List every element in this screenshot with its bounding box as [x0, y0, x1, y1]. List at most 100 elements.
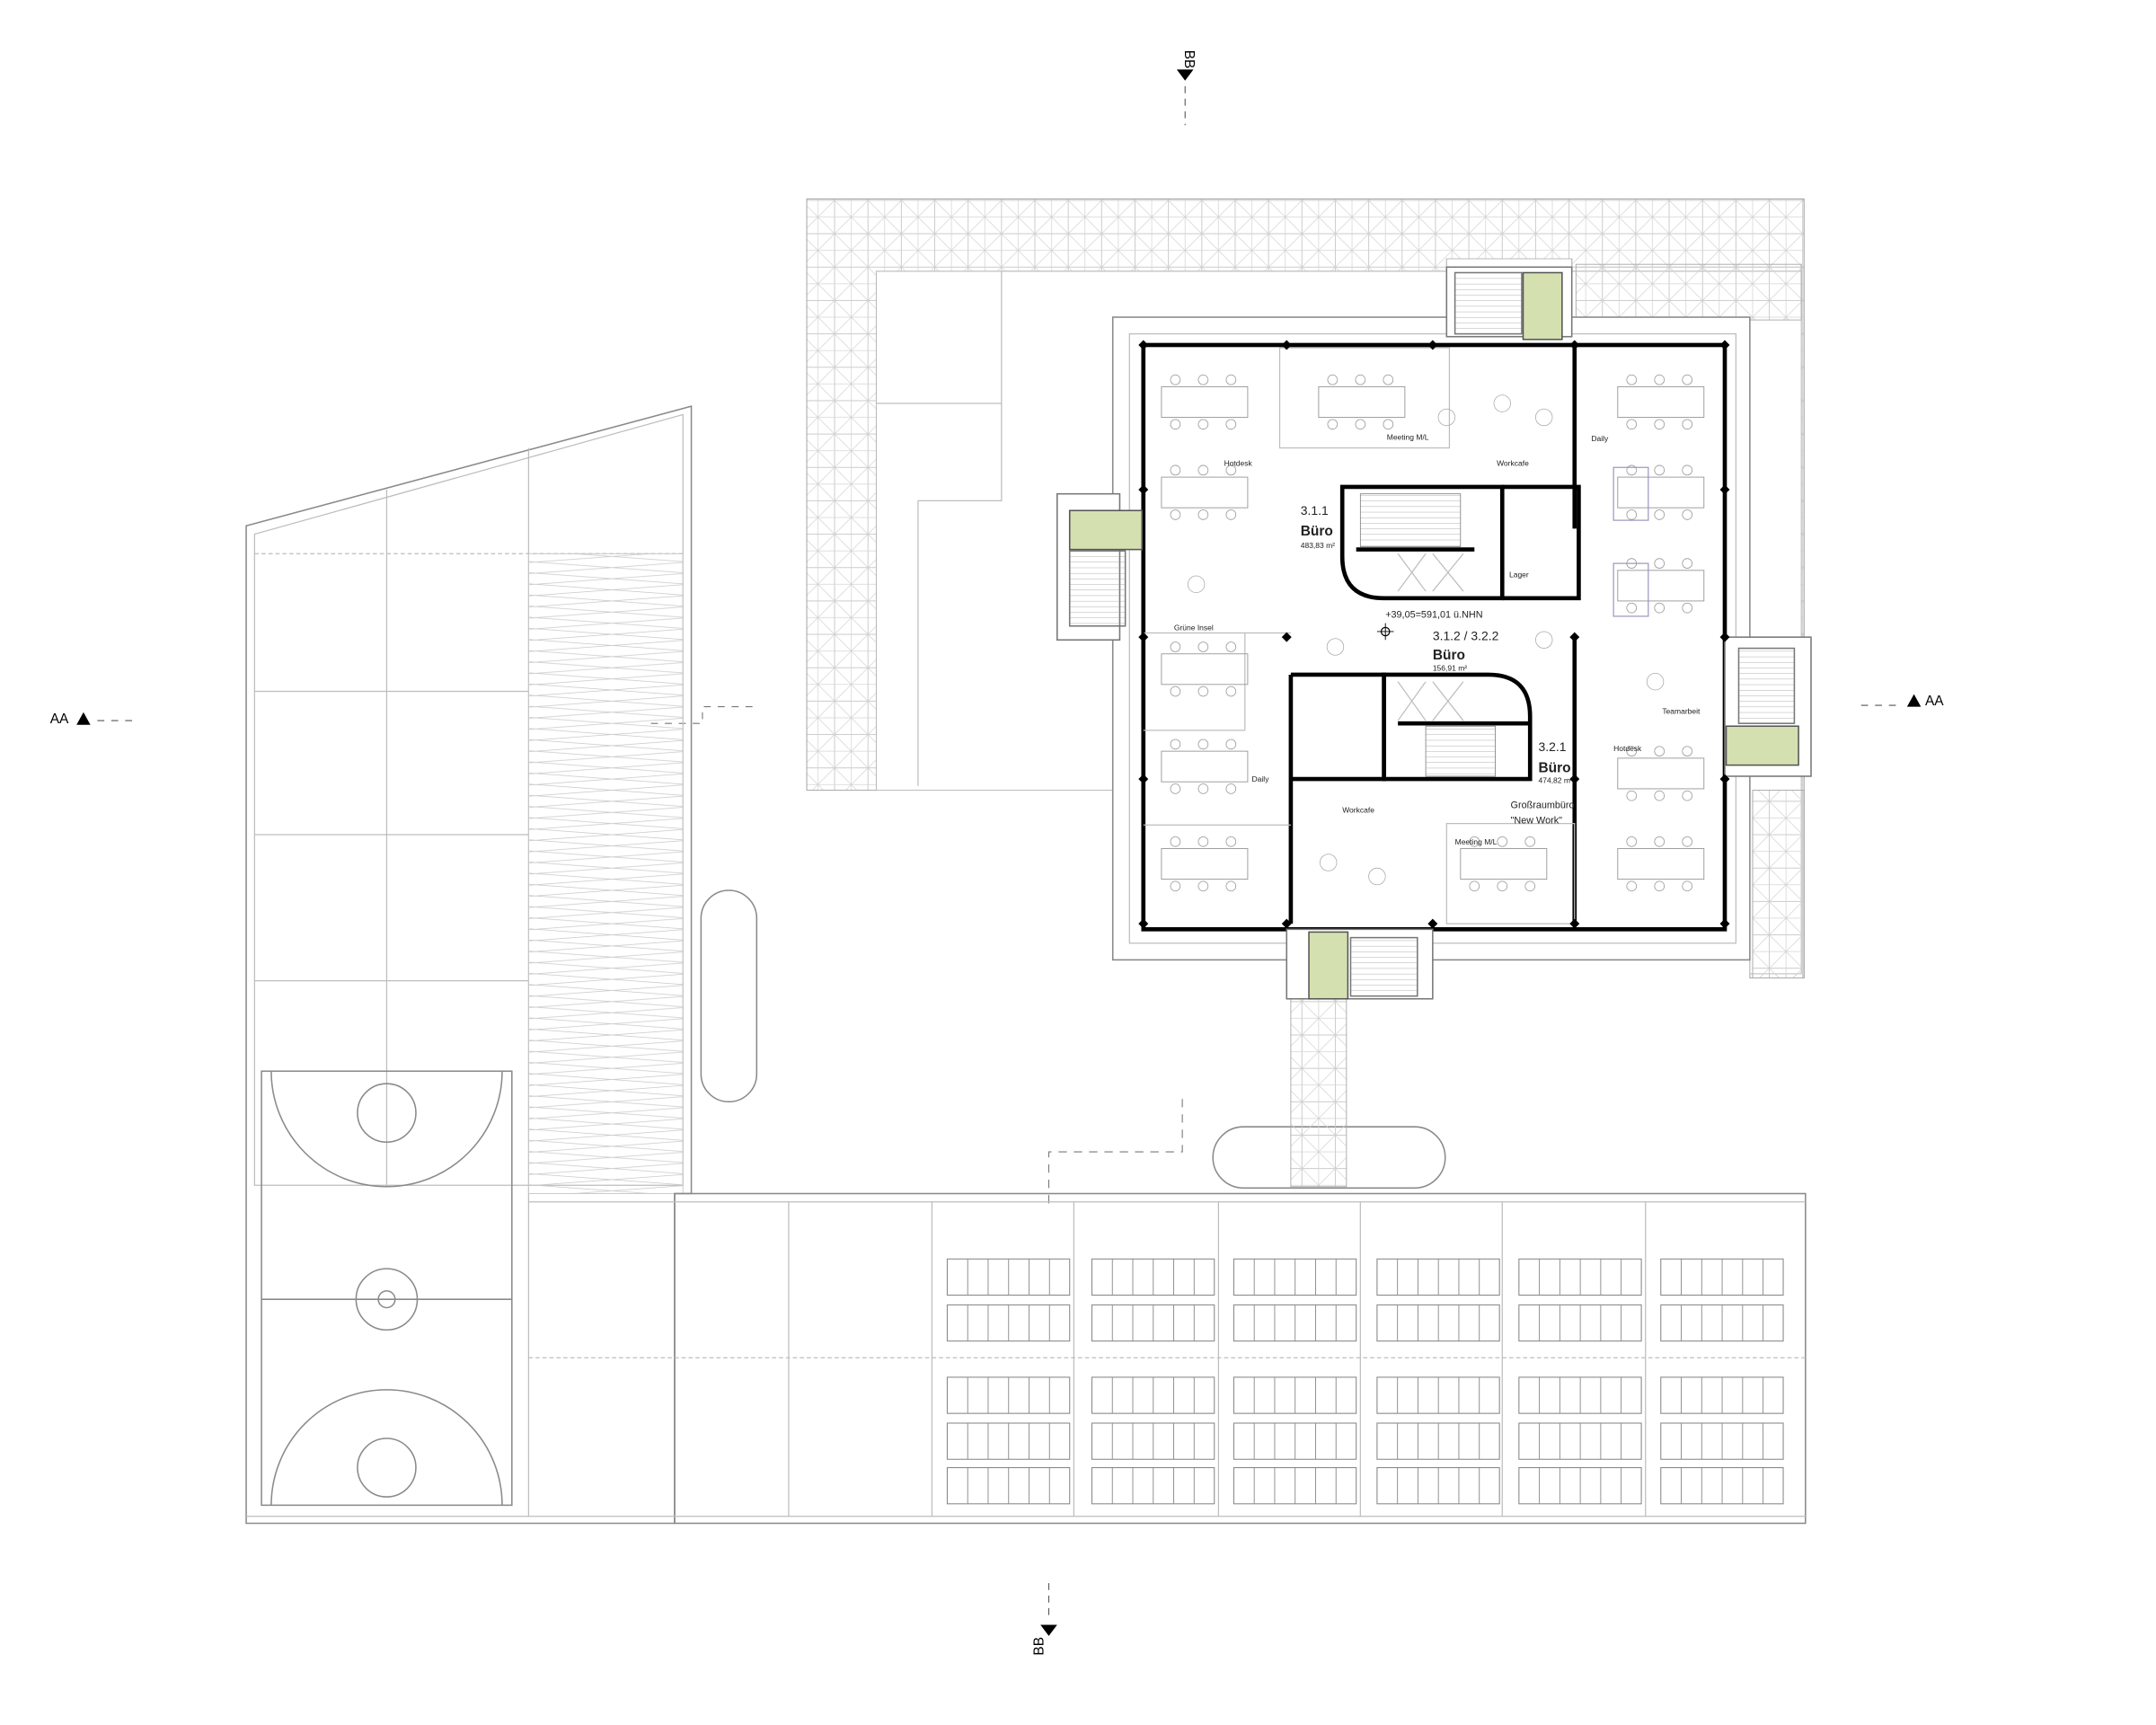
column: [1138, 774, 1149, 784]
desk-cluster: [1617, 570, 1705, 602]
unit-area: 474,82 m²: [1539, 776, 1573, 785]
chair: [1355, 374, 1366, 385]
desk-cluster: [1161, 848, 1249, 880]
chair: [1626, 880, 1638, 892]
chair: [1197, 509, 1209, 520]
chair: [1225, 419, 1237, 430]
unit-name: Büro: [1539, 760, 1571, 775]
chair: [1225, 374, 1237, 385]
room-label-gruene-insel: Grüne Insel: [1174, 623, 1214, 632]
office-floor: [1056, 266, 1812, 1000]
lounge-table: [1646, 673, 1665, 691]
room-label-daily: Daily: [1591, 434, 1609, 443]
room-label-grossraum: Großraumbüro: [1511, 801, 1575, 811]
chair: [1682, 464, 1692, 476]
room-labels: Hotdesk Meeting M/L Workcafe Daily Lager…: [1174, 432, 1701, 846]
external-stair-west: [1056, 492, 1143, 641]
chair: [1383, 374, 1394, 385]
chair: [1197, 686, 1209, 697]
room-label-hotdesk: Hotdesk: [1224, 459, 1253, 468]
external-stair-east: [1724, 636, 1812, 777]
chair: [1327, 374, 1339, 385]
room-label-teamarbeit: Teamarbeit: [1662, 706, 1701, 715]
section-triangle-icon: [1176, 69, 1194, 81]
chair: [1225, 464, 1237, 476]
section-mark-aa-right: AA: [1860, 694, 1944, 709]
roof-skylight-strip: [527, 553, 684, 1194]
column: [1138, 632, 1149, 642]
room-label-meeting: Meeting M/L: [1387, 432, 1429, 441]
chair: [1682, 746, 1692, 756]
unit-id: 3.1.1: [1301, 503, 1329, 518]
chair: [1626, 602, 1638, 614]
desk-cluster: [1161, 653, 1249, 686]
room-label-lager: Lager: [1509, 571, 1529, 579]
chair: [1225, 509, 1237, 520]
roof-terrace: [806, 198, 1805, 1188]
desk-cluster: [1617, 757, 1705, 790]
room-label-daily: Daily: [1252, 774, 1270, 783]
elevation-marker-icon: [1376, 623, 1394, 641]
room-label-grossraum-sub: "New Work": [1511, 816, 1563, 827]
column: [1138, 918, 1149, 929]
chair: [1469, 836, 1480, 847]
chair: [1497, 880, 1508, 892]
chair: [1654, 880, 1666, 892]
lounge-table: [1320, 854, 1338, 871]
lounge-table: [1187, 575, 1206, 593]
desk-cluster: [1318, 385, 1406, 418]
column: [1281, 340, 1292, 350]
chair: [1197, 464, 1209, 476]
chair: [1682, 509, 1692, 520]
unit-label-3-1-1: 3.1.1 Büro 483,83 m²: [1301, 503, 1335, 550]
unit-name: Büro: [1301, 524, 1333, 539]
chair: [1225, 641, 1237, 652]
lounge-table: [1535, 408, 1553, 427]
chair: [1524, 836, 1536, 847]
desk-cluster: [1161, 476, 1249, 509]
unit-id: 3.2.1: [1539, 739, 1567, 754]
elevation-label: +39,05=591,01 ü.NHN: [1385, 609, 1482, 620]
column: [1138, 340, 1149, 350]
chair: [1654, 558, 1666, 569]
section-mark-bb-top: BB: [1176, 50, 1197, 126]
chair: [1225, 783, 1237, 794]
planter: [700, 889, 758, 1103]
section-triangle-icon: [76, 712, 91, 725]
chair: [1170, 464, 1181, 476]
section-label: BB: [1031, 1637, 1047, 1656]
chair: [1327, 419, 1339, 430]
chair: [1497, 836, 1508, 847]
column: [1281, 632, 1292, 642]
chair: [1626, 558, 1638, 569]
chair: [1197, 419, 1209, 430]
unit-label-3-2-1: 3.2.1 Büro 474,82 m²: [1539, 739, 1573, 785]
chair: [1654, 836, 1666, 847]
chair: [1682, 602, 1692, 614]
column: [1138, 484, 1149, 495]
chair: [1170, 739, 1181, 750]
sports-hall-wing: [245, 405, 758, 1525]
chair: [1170, 686, 1181, 697]
chair: [1654, 509, 1666, 520]
desk-cluster: [1161, 750, 1249, 783]
unit-label-3-1-2: 3.1.2 / 3.2.2 Büro 156,91 m²: [1433, 628, 1499, 672]
chair: [1654, 374, 1666, 385]
room-label-workcafe: Workcafe: [1497, 459, 1529, 468]
chair: [1626, 419, 1638, 430]
chair: [1682, 558, 1692, 569]
section-label: AA: [50, 712, 69, 727]
chair: [1626, 836, 1638, 847]
chair: [1225, 686, 1237, 697]
chair: [1654, 746, 1666, 756]
unit-name: Büro: [1433, 648, 1465, 663]
room-label-hotdesk: Hotdesk: [1613, 744, 1642, 753]
chair: [1225, 880, 1237, 892]
section-mark-bb-bottom: BB: [1031, 1099, 1183, 1656]
chair: [1654, 790, 1666, 801]
chair: [1524, 880, 1536, 892]
chair: [1682, 880, 1692, 892]
chair: [1170, 374, 1181, 385]
section-triangle-icon: [1040, 1624, 1057, 1636]
